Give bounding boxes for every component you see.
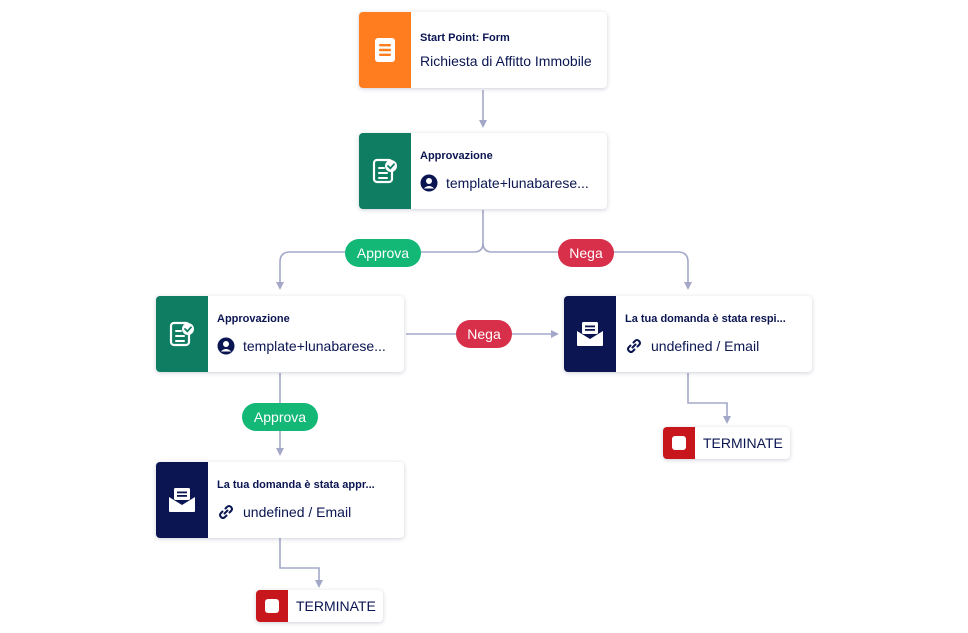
branch-approve-pill-1[interactable]: Approva [345, 239, 421, 267]
email-rejected-node[interactable]: La tua domanda è stata respi... undefine… [564, 296, 812, 372]
approval-node-1-title: Approvazione [420, 150, 493, 162]
approval-node-1-assignee: template+lunabarese... [446, 175, 589, 191]
email-icon [169, 488, 195, 512]
email-approved-detail: undefined / Email [243, 504, 352, 520]
user-icon [420, 174, 438, 192]
terminate-node-1[interactable]: TERMINATE [663, 427, 790, 459]
terminate-label: TERMINATE [296, 598, 376, 614]
start-node-title: Start Point: Form [420, 31, 510, 44]
stop-icon [663, 427, 695, 459]
email-icon-box [564, 296, 616, 372]
branch-deny-pill-1[interactable]: Nega [558, 239, 614, 267]
branch-deny-pill-2[interactable]: Nega [456, 320, 512, 348]
start-node-form-name: Richiesta di Affitto Immobile [420, 52, 592, 69]
email-rejected-title: La tua domanda è stata respi... [625, 313, 786, 325]
branch-approve-pill-2[interactable]: Approva [242, 403, 318, 431]
approval-icon [169, 321, 194, 347]
approval-node-1[interactable]: Approvazione template+lunabarese... [359, 133, 607, 209]
approval-icon-box [156, 296, 208, 372]
start-icon-box [359, 12, 411, 88]
form-icon [375, 38, 395, 62]
approval-icon [372, 158, 397, 184]
user-icon [217, 337, 235, 355]
email-approved-title: La tua domanda è stata appr... [217, 479, 375, 491]
link-icon [627, 339, 641, 353]
email-icon [577, 322, 603, 346]
link-icon [219, 505, 233, 519]
connector-rejected-to-terminate [687, 373, 731, 424]
connector-approved-to-terminate [279, 538, 323, 588]
terminate-label: TERMINATE [703, 435, 783, 451]
connector-approval-to-deny [482, 242, 692, 290]
start-point-node[interactable]: Start Point: Form Richiesta di Affitto I… [359, 12, 607, 88]
terminate-node-2[interactable]: TERMINATE [256, 590, 383, 622]
email-approved-node[interactable]: La tua domanda è stata appr... undefined… [156, 462, 404, 538]
approval-node-2-title: Approvazione [217, 313, 290, 325]
email-rejected-detail: undefined / Email [651, 338, 760, 354]
approval-node-2-assignee: template+lunabarese... [243, 338, 386, 354]
approval-node-2[interactable]: Approvazione template+lunabarese... [156, 296, 404, 372]
stop-icon [256, 590, 288, 622]
email-icon-box [156, 462, 208, 538]
approval-icon-box [359, 133, 411, 209]
